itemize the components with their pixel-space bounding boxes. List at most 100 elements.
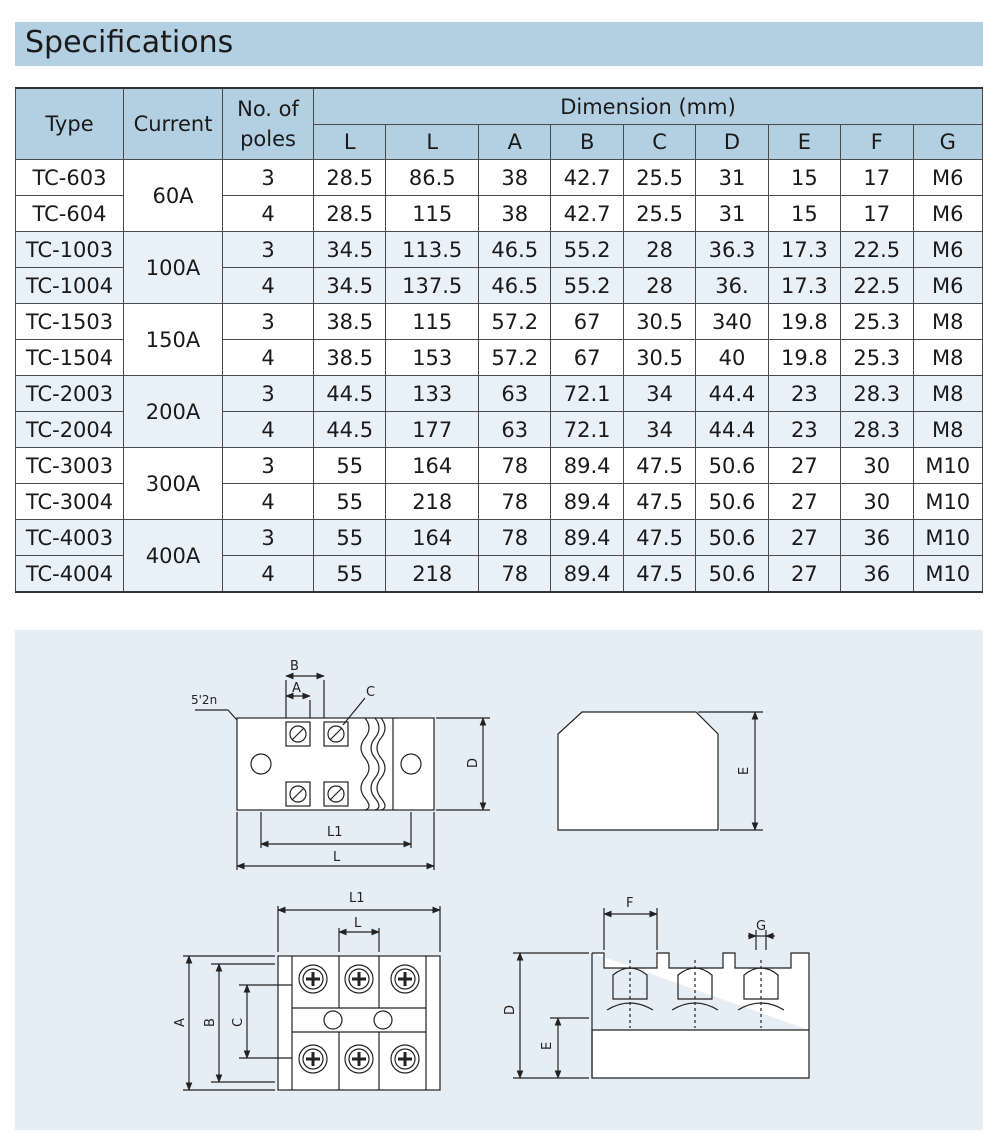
cell-poles: 3 — [222, 231, 314, 268]
cell-dim-7: 28.3 — [840, 375, 914, 412]
cell-dim-0: 55 — [312, 447, 387, 484]
cell-dim-1: 164 — [385, 519, 480, 556]
cell-dim-5: 36.3 — [695, 231, 769, 268]
cell-poles: 4 — [222, 195, 314, 232]
cell-dim-0: 28.5 — [312, 159, 387, 196]
profile-view-label-g: G — [756, 919, 766, 934]
cell-dim-0: 34.5 — [312, 231, 387, 268]
header-dim-2: A — [478, 124, 552, 160]
cell-dim-3: 55.2 — [550, 267, 624, 304]
cell-dim-0: 38.5 — [312, 303, 387, 340]
cell-dim-0: 55 — [312, 519, 387, 556]
cell-dim-3: 89.4 — [550, 483, 624, 520]
cell-dim-6: 27 — [767, 519, 842, 556]
header-dim-5: D — [695, 124, 769, 160]
cell-dim-6: 23 — [767, 411, 842, 448]
cell-dim-7: 36 — [840, 519, 914, 556]
cell-dim-7: 30 — [840, 483, 914, 520]
cell-dim-7: 22.5 — [840, 231, 914, 268]
cell-dim-2: 38 — [478, 195, 552, 232]
top-view-label-l1: L1 — [327, 825, 343, 840]
cell-dim-5: 44.4 — [695, 411, 769, 448]
cell-dim-1: 218 — [385, 483, 480, 520]
cell-dim-5: 36. — [695, 267, 769, 304]
cell-dim-3: 67 — [550, 303, 624, 340]
cell-dim-1: 218 — [385, 555, 480, 593]
cell-type: TC-603 — [15, 159, 124, 196]
cell-dim-2: 63 — [478, 411, 552, 448]
cell-dim-7: 30 — [840, 447, 914, 484]
cell-dim-5: 44.4 — [695, 375, 769, 412]
top-view-label-c: C — [366, 685, 375, 700]
cell-dim-6: 15 — [767, 195, 842, 232]
side-view-label-e: E — [737, 767, 752, 775]
cell-dim-7: 36 — [840, 555, 914, 593]
cell-dim-2: 63 — [478, 375, 552, 412]
cell-type: TC-3003 — [15, 447, 124, 484]
cell-type: TC-604 — [15, 195, 124, 232]
cell-dim-1: 164 — [385, 447, 480, 484]
cell-dim-8: M10 — [912, 555, 983, 593]
cell-dim-7: 25.3 — [840, 339, 914, 376]
cell-dim-6: 27 — [767, 555, 842, 593]
cell-dim-8: M8 — [912, 339, 983, 376]
profile-view-drawing — [513, 908, 810, 1079]
cell-dim-5: 50.6 — [695, 555, 769, 593]
cell-dim-1: 153 — [385, 339, 480, 376]
cell-dim-8: M8 — [912, 375, 983, 412]
cell-dim-1: 115 — [385, 303, 480, 340]
cell-dim-5: 31 — [695, 195, 769, 232]
cell-dim-8: M10 — [912, 483, 983, 520]
cell-dim-8: M6 — [912, 231, 983, 268]
cell-type: TC-4003 — [15, 519, 124, 556]
dimension-drawings: B A C D L1 L 5'2n E — [15, 630, 983, 1130]
cell-dim-3: 72.1 — [550, 411, 624, 448]
cell-dim-3: 72.1 — [550, 375, 624, 412]
front-view-drawing — [183, 906, 441, 1091]
cell-dim-4: 34 — [622, 411, 697, 448]
cell-dim-8: M10 — [912, 519, 983, 556]
cell-dim-2: 78 — [478, 447, 552, 484]
cell-dim-3: 89.4 — [550, 555, 624, 593]
front-view-label-l: L — [354, 916, 362, 931]
cell-dim-0: 38.5 — [312, 339, 387, 376]
top-view-drawing — [195, 672, 490, 870]
cell-poles: 4 — [222, 339, 314, 376]
cell-dim-5: 50.6 — [695, 483, 769, 520]
cell-dim-2: 38 — [478, 159, 552, 196]
top-view-label-a: A — [292, 681, 301, 696]
header-dimension: Dimension (mm) — [313, 87, 983, 125]
cell-dim-4: 47.5 — [622, 447, 697, 484]
cell-dim-6: 15 — [767, 159, 842, 196]
header-dim-6: E — [767, 124, 842, 160]
cell-dim-7: 17 — [840, 159, 914, 196]
cell-dim-4: 25.5 — [622, 159, 697, 196]
cell-dim-2: 78 — [478, 555, 552, 593]
cell-dim-2: 46.5 — [478, 231, 552, 268]
profile-view-label-f: F — [626, 896, 633, 911]
cell-type: TC-1504 — [15, 339, 124, 376]
cell-dim-4: 30.5 — [622, 303, 697, 340]
cell-dim-4: 47.5 — [622, 519, 697, 556]
cell-dim-2: 46.5 — [478, 267, 552, 304]
top-view-label-b: B — [290, 659, 299, 674]
cell-dim-6: 23 — [767, 375, 842, 412]
cell-dim-8: M6 — [912, 267, 983, 304]
cell-dim-7: 22.5 — [840, 267, 914, 304]
front-view-label-l1: L1 — [349, 891, 365, 906]
profile-view-label-e: E — [540, 1042, 555, 1050]
header-dim-1: L — [385, 124, 480, 160]
profile-view-label-d: D — [503, 1005, 518, 1015]
specifications-table: Type Current No. of poles Dimension (mm)… — [15, 87, 983, 593]
cell-dim-3: 89.4 — [550, 519, 624, 556]
header-dim-8: G — [912, 124, 983, 160]
cell-dim-1: 115 — [385, 195, 480, 232]
cell-dim-3: 67 — [550, 339, 624, 376]
cell-dim-8: M8 — [912, 303, 983, 340]
